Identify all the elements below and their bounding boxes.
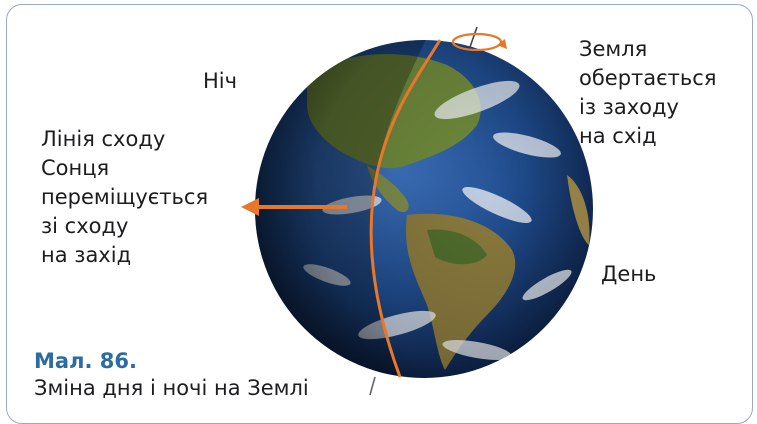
day-label: День xyxy=(601,262,657,286)
figure-frame: Ніч День Земля обертається із заходу на … xyxy=(6,4,753,424)
sunrise-line-text: переміщується xyxy=(41,185,209,209)
caption-number: Мал. 86. xyxy=(34,349,137,373)
earth-rotation-line: обертається xyxy=(579,66,717,90)
earth-rotation-line: із заходу xyxy=(579,95,679,119)
left-arrow-icon xyxy=(241,198,347,216)
earth-rotation-note: Земля обертається із заходу на схід xyxy=(579,35,749,151)
night-label: Ніч xyxy=(203,69,238,93)
sunrise-line-text: Сонця xyxy=(41,156,110,180)
caption-text: Зміна дня і ночі на Землі xyxy=(34,376,309,400)
earth-globe xyxy=(241,26,593,396)
sunrise-line-text: зі сходу xyxy=(41,214,129,238)
sunrise-line-text: на захід xyxy=(41,243,132,267)
sunrise-line-text: Лінія сходу xyxy=(41,127,166,151)
earth-axis-bottom xyxy=(369,376,376,396)
circular-arrow-icon xyxy=(451,32,507,52)
terminator-line xyxy=(369,39,442,378)
earth-axis-top xyxy=(469,26,478,48)
sunrise-line-note: Лінія сходу Сонця переміщується зі сходу… xyxy=(41,125,241,270)
figure-caption: Мал. 86. Зміна дня і ночі на Землі xyxy=(34,348,309,402)
earth-rotation-line: на схід xyxy=(579,124,657,148)
earth-rotation-line: Земля xyxy=(579,37,648,61)
